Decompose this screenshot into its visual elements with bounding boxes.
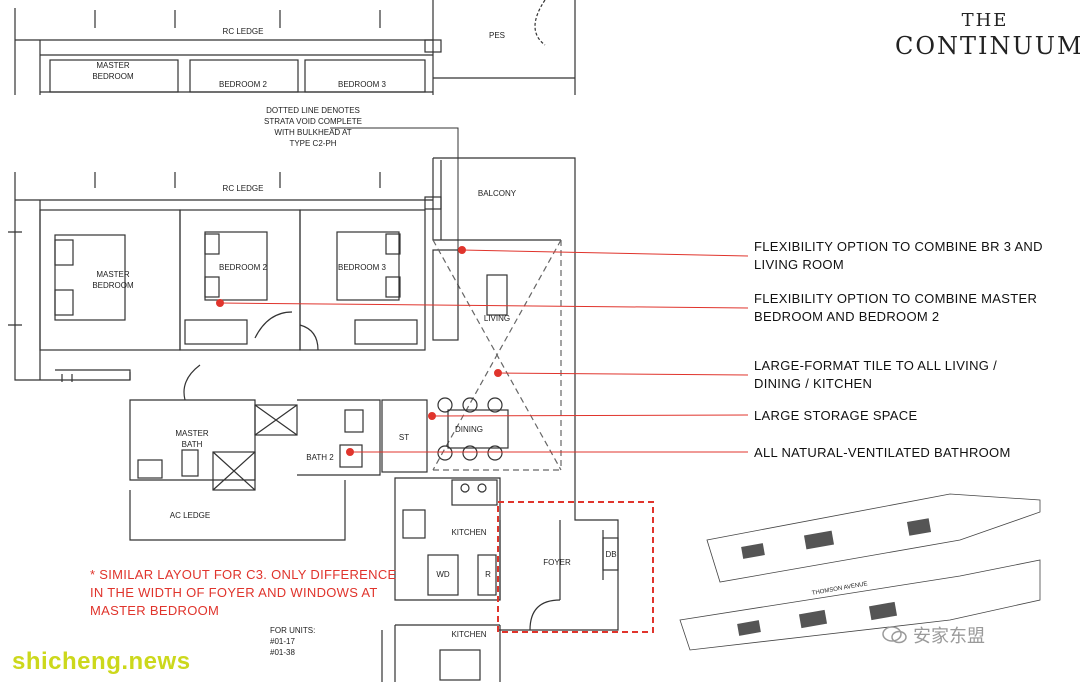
units-note-line: #01-17 <box>270 637 295 646</box>
dotted-note-2: STRATA VOID COMPLETE <box>264 117 362 126</box>
wechat-name: 安家东盟 <box>913 626 986 646</box>
callout-line: LARGE-FORMAT TILE TO ALL LIVING / <box>754 358 998 373</box>
brand-the: THE <box>961 10 1009 31</box>
balcony-label: BALCONY <box>478 189 517 198</box>
units-note: FOR UNITS: #01-17 #01-38 <box>270 625 315 658</box>
dotted-note-3: WITH BULKHEAD AT <box>274 128 351 137</box>
upper-master-bedroom-label-2: BEDROOM <box>92 72 134 81</box>
callout-line: ALL NATURAL-VENTILATED BATHROOM <box>754 445 1011 460</box>
dining-label: DINING <box>455 425 483 434</box>
foyer-label: FOYER <box>543 558 571 567</box>
dotted-note-1: DOTTED LINE DENOTES <box>266 106 360 115</box>
callout-line: FLEXIBILITY OPTION TO COMBINE BR 3 AND <box>754 239 1043 254</box>
similar-layout-note: * SIMILAR LAYOUT FOR C3. ONLY DIFFERENCE… <box>90 566 397 620</box>
callout-combine-br3-living: FLEXIBILITY OPTION TO COMBINE BR 3 AND L… <box>754 238 1043 274</box>
wd-label: WD <box>436 570 450 579</box>
red-note-line: IN THE WIDTH OF FOYER AND WINDOWS AT <box>90 585 378 600</box>
master-bath-label-2: BATH <box>182 440 203 449</box>
upper-master-bedroom-label: MASTER <box>96 61 130 70</box>
callout-large-storage: LARGE STORAGE SPACE <box>754 407 917 425</box>
brand-logo: THE CONTINUUM <box>895 10 1080 60</box>
wechat-badge: 安家东盟 <box>882 622 985 648</box>
r-label: R <box>485 570 491 579</box>
kitchen-label: KITCHEN <box>451 528 486 537</box>
rc-ledge-label: RC LEDGE <box>223 184 264 193</box>
living-label: LIVING <box>484 314 510 323</box>
red-note-line: MASTER BEDROOM <box>90 603 220 618</box>
callout-large-format-tile: LARGE-FORMAT TILE TO ALL LIVING / DINING… <box>754 357 997 393</box>
ac-ledge-label: AC LEDGE <box>170 511 210 520</box>
upper-pes-label: PES <box>489 31 505 40</box>
callout-natural-ventilated-bathroom: ALL NATURAL-VENTILATED BATHROOM <box>754 444 1011 462</box>
lower-kitchen-label: KITCHEN <box>451 630 486 639</box>
units-note-line: #01-38 <box>270 648 295 657</box>
watermark: shicheng.news <box>12 648 191 675</box>
master-bedroom-label-2: BEDROOM <box>92 281 134 290</box>
units-note-line: FOR UNITS: <box>270 626 316 635</box>
callout-line: LARGE STORAGE SPACE <box>754 408 918 423</box>
red-note-line: * SIMILAR LAYOUT FOR C3. ONLY DIFFERENCE <box>90 567 397 582</box>
master-bath-label: MASTER <box>175 429 209 438</box>
brand-name: CONTINUUM <box>895 32 1080 60</box>
bath2-label: BATH 2 <box>306 453 334 462</box>
bedroom2-label: BEDROOM 2 <box>219 263 268 272</box>
upper-bedroom2-label: BEDROOM 2 <box>219 80 268 89</box>
bedroom3-label: BEDROOM 3 <box>338 263 387 272</box>
callout-line: BEDROOM AND BEDROOM 2 <box>754 309 940 324</box>
master-bedroom-label: MASTER <box>96 270 130 279</box>
wechat-icon <box>882 625 908 645</box>
callout-line: LIVING ROOM <box>754 257 844 272</box>
callout-line: FLEXIBILITY OPTION TO COMBINE MASTER <box>754 291 1038 306</box>
upper-rc-ledge-label: RC LEDGE <box>223 27 264 36</box>
dotted-note-4: TYPE C2-PH <box>289 139 336 148</box>
upper-bedroom3-label: BEDROOM 3 <box>338 80 387 89</box>
st-label: ST <box>399 433 409 442</box>
callout-line: DINING / KITCHEN <box>754 376 873 391</box>
db-label: DB <box>605 550 616 559</box>
callout-combine-master-br2: FLEXIBILITY OPTION TO COMBINE MASTER BED… <box>754 290 1037 326</box>
